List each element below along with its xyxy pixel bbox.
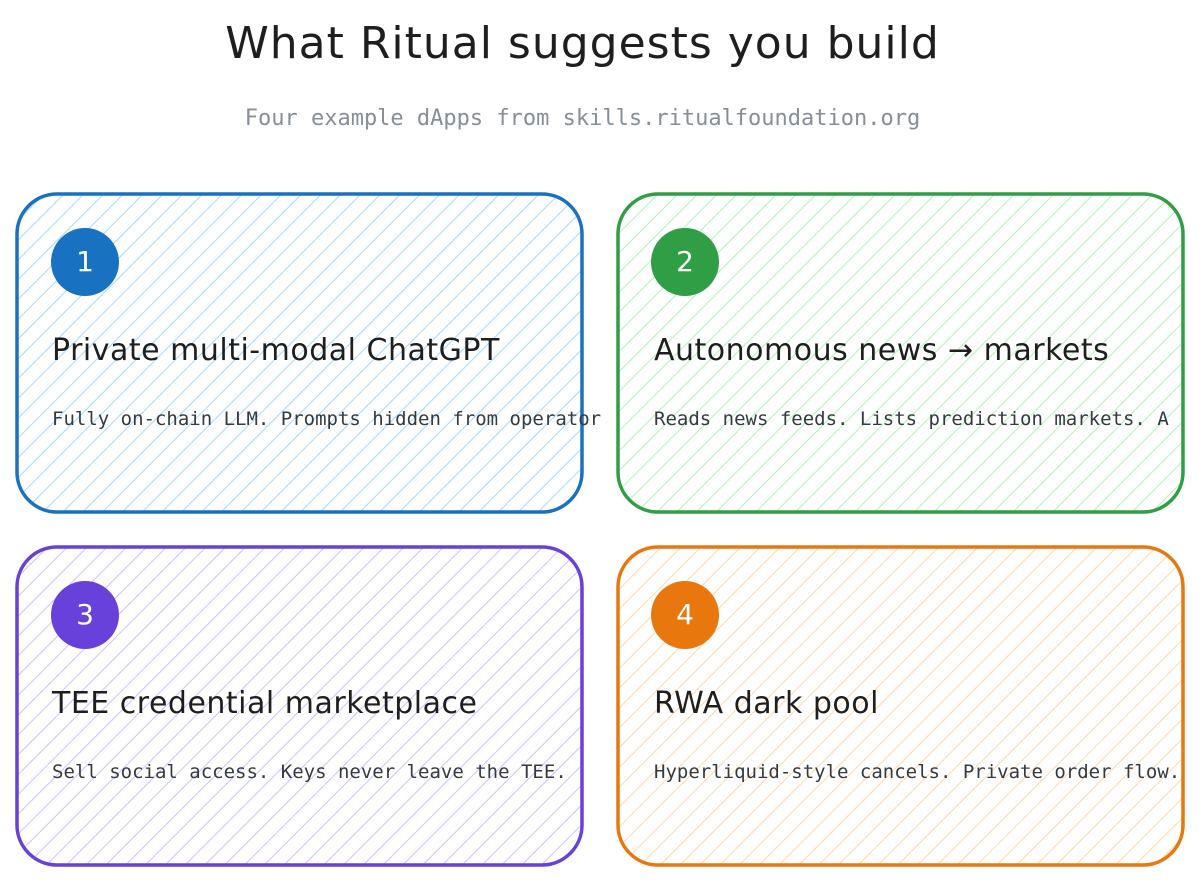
card-1-description: Fully on-chain LLM. Prompts hidden from … xyxy=(52,408,602,430)
card-3-badge xyxy=(51,581,119,649)
card-2-box xyxy=(616,192,1185,514)
card-1-title: Private multi-modal ChatGPT xyxy=(52,333,500,368)
card-4-number: 4 xyxy=(676,598,694,631)
card-3-number: 3 xyxy=(76,598,94,631)
card-4-box xyxy=(616,545,1185,867)
card-4-badge xyxy=(651,581,719,649)
card-1-box xyxy=(15,192,584,514)
card-4-description: Hyperliquid-style cancels. Private order… xyxy=(654,761,1181,783)
card-2-badge xyxy=(651,228,719,296)
card-2-title: Autonomous news → markets xyxy=(654,333,1110,368)
page-title: What Ritual suggests you build xyxy=(225,18,940,69)
card-1-number: 1 xyxy=(76,245,94,278)
card-3-box xyxy=(15,545,584,867)
page-subtitle: Four example dApps from skills.ritualfou… xyxy=(244,106,921,131)
card-2-number: 2 xyxy=(676,245,694,278)
card-2-description: Reads news feeds. Lists prediction marke… xyxy=(654,408,1169,430)
card-4-title: RWA dark pool xyxy=(654,686,879,721)
card-3-title: TEE credential marketplace xyxy=(52,686,478,721)
card-1-badge xyxy=(51,228,119,296)
card-3-description: Sell social access. Keys never leave the… xyxy=(52,761,567,783)
